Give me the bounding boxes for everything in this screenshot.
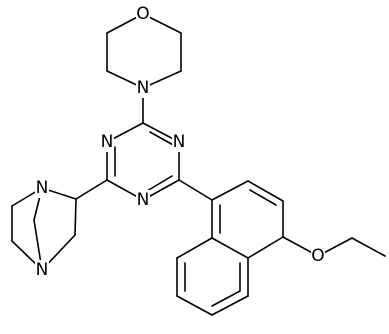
bond bbox=[176, 237, 213, 259]
bond bbox=[247, 180, 284, 202]
bond bbox=[211, 295, 249, 316]
naphthalene-lower-ring bbox=[176, 237, 249, 316]
morpholine-nitrogen-label: N bbox=[137, 78, 150, 98]
bicyclic-cage bbox=[11, 187, 77, 271]
ethoxy-group bbox=[282, 236, 386, 257]
bicyclic-n-bottom-label: N bbox=[36, 260, 49, 280]
bond bbox=[351, 237, 386, 257]
bond bbox=[178, 179, 213, 201]
bond bbox=[249, 189, 277, 206]
triazine-ring bbox=[106, 122, 180, 201]
bond bbox=[74, 198, 77, 236]
naphthalene-upper-ring bbox=[211, 180, 284, 259]
morpholine-oxygen-label: O bbox=[136, 4, 149, 24]
bicyclic-n-top-label: N bbox=[36, 178, 49, 198]
bond bbox=[75, 179, 108, 200]
bond bbox=[211, 290, 241, 307]
morpholine-ring bbox=[106, 13, 182, 89]
bond bbox=[146, 175, 173, 192]
triazine-n-right-label: N bbox=[173, 132, 186, 152]
ether-oxygen-label: O bbox=[311, 246, 324, 266]
triazine-n-left-label: N bbox=[101, 132, 114, 152]
triazine-n-bottom-label: N bbox=[137, 190, 150, 210]
bond bbox=[211, 237, 249, 259]
bond bbox=[211, 180, 249, 201]
bond bbox=[176, 295, 213, 316]
bond bbox=[247, 236, 284, 259]
bond bbox=[149, 131, 176, 147]
atom-labels: O N N N N N N O bbox=[35, 4, 325, 280]
